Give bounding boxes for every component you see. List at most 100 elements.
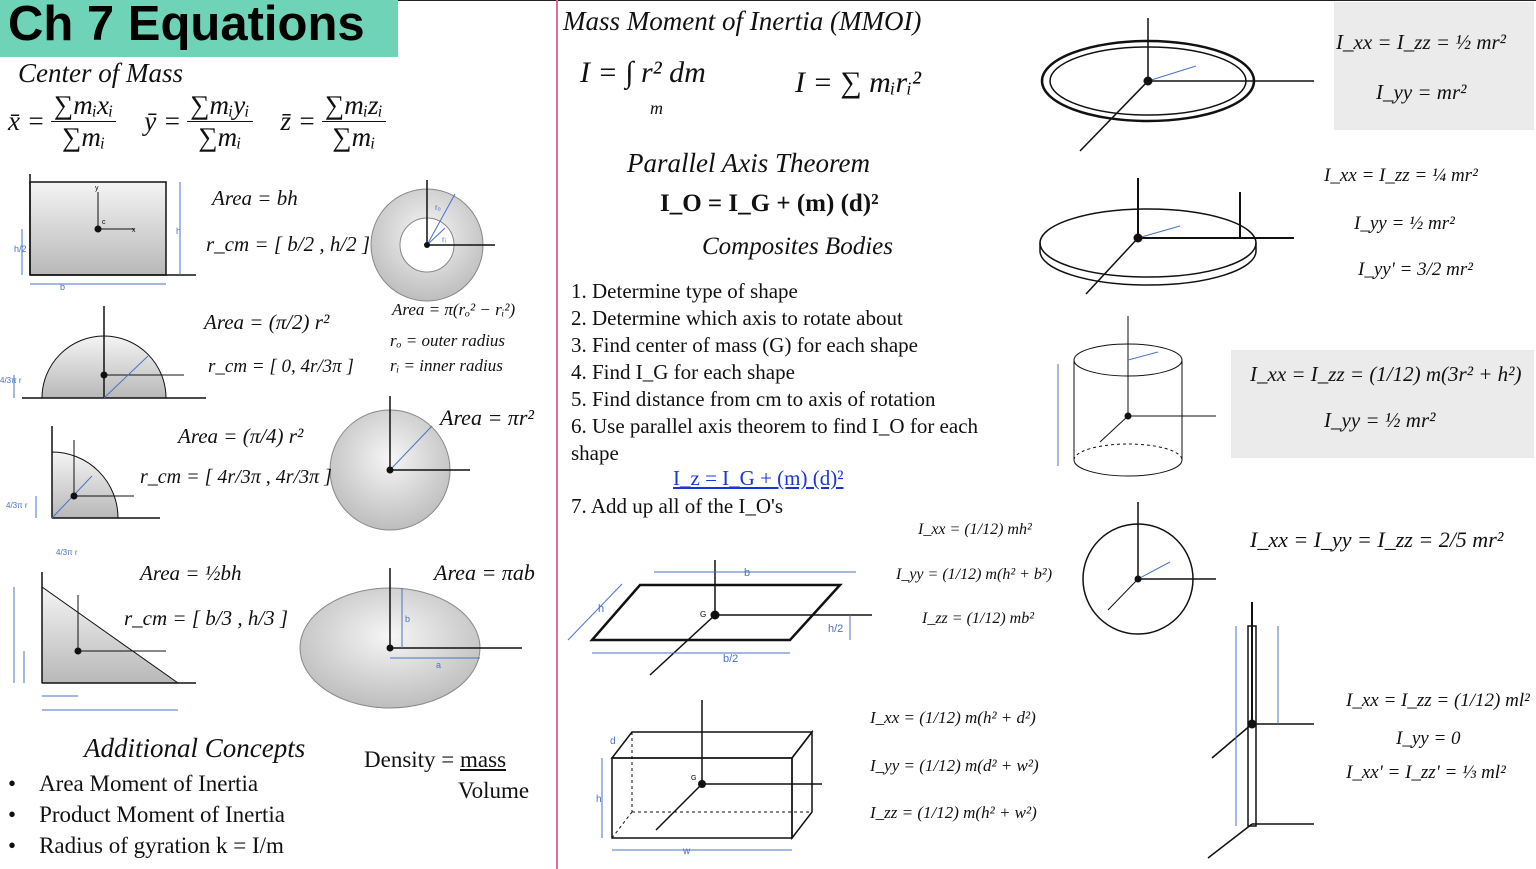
triangle-rcm: r_cm = [ b/3 , h/3 ] — [124, 606, 289, 630]
step-seven: 7. Add up all of the I_O's — [571, 494, 784, 518]
circle-shape — [329, 396, 470, 531]
ybar-denominator: ∑mᵢ — [198, 122, 242, 152]
ring-ro-label: rₒ — [435, 203, 441, 212]
center-of-mass-heading: Center of Mass — [18, 58, 183, 88]
parallel-axis-heading: Parallel Axis Theorem — [627, 148, 870, 178]
box-izz: I_zz = (1/12) m(h² + w²) — [870, 803, 1037, 822]
sphere-shape — [1082, 502, 1216, 635]
mmoi-sum: I = ∑ mᵢrᵢ² — [795, 66, 921, 99]
ring-area: Area = π(rₒ² − rᵢ²) — [392, 300, 516, 319]
com-equations: x̄ = ∑mᵢxᵢ∑mᵢ ȳ = ∑mᵢyᵢ∑mᵢ z̄ = ∑mᵢzᵢ∑mᵢ — [8, 92, 386, 151]
box-iyy: I_yy = (1/12) m(d² + w²) — [870, 756, 1039, 775]
rect-rcm: r_cm = [ b/2 , h/2 ] — [206, 232, 371, 256]
cylinder-iyy: I_yy = ½ mr² — [1324, 408, 1436, 432]
ybar-label: ȳ = — [144, 106, 182, 136]
zbar-numerator: ∑mᵢzᵢ — [321, 92, 386, 122]
bullet-text: Area Moment of Inertia — [39, 771, 259, 796]
box-g-label: G — [691, 775, 696, 782]
list-item: 3. Find center of mass (G) for each shap… — [571, 333, 918, 357]
semicircle-area: Area = (π/2) r² — [204, 310, 330, 334]
top-rule — [398, 0, 1536, 1]
cylinder-shape — [1057, 316, 1216, 477]
hoop-ixx-izz: I_xx = I_zz = ½ mr² — [1336, 30, 1506, 54]
ring-ro: rₒ = outer radius — [390, 331, 506, 350]
disk-iyy-prime: I_yy' = 3/2 mr² — [1358, 259, 1473, 280]
ring-shape: rₒ rᵢ — [370, 180, 495, 302]
plate-iyy: I_yy = (1/12) m(h² + b²) — [896, 566, 1053, 583]
list-item: • Product Moment of Inertia — [8, 802, 285, 827]
right-shapes-diagram — [1039, 18, 1314, 859]
hoop-iyy: I_yy = mr² — [1376, 80, 1467, 104]
disk-iyy: I_yy = ½ mr² — [1354, 213, 1455, 234]
box-w-label: w — [682, 846, 691, 857]
list-item: shape — [571, 441, 619, 465]
composite-steps-list: 1. Determine type of shape 2. Determine … — [571, 278, 978, 467]
quarter-area: Area = (π/4) r² — [178, 424, 304, 448]
box-d-label: d — [610, 736, 616, 747]
bullet-text: Radius of gyration k = I/m — [39, 833, 284, 858]
hoop-formula-panel — [1334, 2, 1534, 130]
parallel-axis-equation: I_O = I_G + (m) (d)² — [660, 190, 879, 217]
cylinder-ixx-izz: I_xx = I_zz = (1/12) m(3r² + h²) — [1250, 362, 1522, 386]
ring-ri-label: rᵢ — [442, 235, 446, 244]
left-shapes-diagram: c x y b h h/2 rₒ rᵢ 4/3π r — [0, 174, 522, 711]
bullet-text: Product Moment of Inertia — [39, 802, 285, 827]
rect-b-label: b — [60, 282, 65, 292]
page-title: Ch 7 Equations — [8, 0, 365, 51]
hoop-shape — [1040, 18, 1314, 152]
semicircle-rcm: r_cm = [ 0, 4r/3π ] — [208, 356, 354, 377]
plate-shape: b h b/2 h/2 G — [567, 560, 872, 676]
rod-ixx-izz: I_xx = I_zz = (1/12) ml² — [1346, 690, 1530, 711]
density-definition: Density = mass — [364, 747, 506, 773]
mmoi-integral: I = ∫ r² dm — [580, 56, 706, 89]
ellipse-b-label: b — [405, 614, 410, 624]
ring-ri: rᵢ = inner radius — [390, 356, 503, 375]
xbar-fraction: ∑mᵢxᵢ∑mᵢ — [50, 92, 117, 152]
box-h-label: h — [596, 794, 602, 805]
cylinder-formula-panel — [1231, 350, 1534, 458]
sphere-inertia: I_xx = I_yy = I_zz = 2/5 mr² — [1250, 527, 1504, 552]
ellipse-shape: b a — [299, 568, 522, 709]
composites-heading: Composites Bodies — [702, 233, 893, 260]
rod-iyy: I_yy = 0 — [1396, 728, 1461, 749]
plate-b-label: b — [744, 567, 750, 579]
list-item: • Area Moment of Inertia — [8, 771, 259, 796]
list-item: 1. Determine type of shape — [571, 279, 798, 303]
circle-area: Area = πr² — [440, 405, 534, 430]
rect-h2-label: h/2 — [14, 244, 27, 254]
ellipse-area: Area = πab — [434, 560, 535, 585]
quarter-offset-label: 4/3π r — [6, 501, 28, 510]
ybar-numerator: ∑mᵢyᵢ — [187, 92, 253, 122]
mmoi-heading: Mass Moment of Inertia (MMOI) — [563, 6, 922, 36]
rect-h-label: h — [176, 226, 181, 236]
density-label: Density = — [364, 747, 455, 772]
plate-g-label: G — [700, 610, 706, 619]
triangle-shape — [13, 572, 196, 711]
triangle-area: Area = ½bh — [140, 561, 242, 585]
mmoi-integral-limit: m — [650, 98, 663, 118]
semicircle-shape: 4/3π r — [0, 306, 206, 399]
plate-b2-label: b/2 — [723, 653, 738, 665]
xbar-denominator: ∑mᵢ — [62, 122, 106, 152]
quarter-circle-shape: 4/3π r 4/3π r — [6, 426, 160, 557]
disk-shape — [1039, 178, 1294, 295]
quarter-offset-label-2: 4/3π r — [56, 548, 78, 557]
density-denominator: Volume — [458, 778, 530, 803]
plate-ixx: I_xx = (1/12) mh² — [918, 521, 1032, 538]
iz-equation-link[interactable]: I_z = I_G + (m) (d)² — [673, 466, 844, 490]
plate-h2-label: h/2 — [828, 623, 843, 635]
xbar-label: x̄ = — [8, 106, 45, 136]
additional-concepts-heading: Additional Concepts — [84, 733, 306, 763]
rod-ixx-prime: I_xx' = I_zz' = ⅓ ml² — [1346, 762, 1506, 783]
rect-area: Area = bh — [212, 186, 298, 210]
list-item: 6. Use parallel axis theorem to find I_O… — [571, 414, 979, 438]
list-item: • Radius of gyration k = I/m — [8, 833, 284, 858]
rect-c-label: c — [102, 219, 106, 226]
zbar-denominator: ∑mᵢ — [332, 122, 376, 152]
rect-y-label: y — [95, 185, 99, 192]
plate-izz: I_zz = (1/12) mb² — [922, 610, 1035, 627]
density-numerator: mass — [460, 747, 507, 772]
quarter-rcm: r_cm = [ 4r/3π , 4r/3π ] — [140, 466, 332, 488]
rod-shape — [1207, 602, 1314, 859]
zbar-label: z̄ = — [280, 106, 316, 136]
